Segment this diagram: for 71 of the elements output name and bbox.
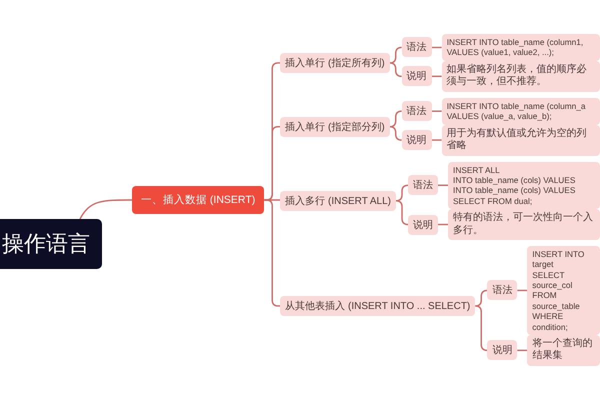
code-line: INSERT ALL	[453, 164, 501, 175]
tag-box	[402, 37, 432, 58]
tag-text: 说明	[492, 344, 512, 358]
code-card	[527, 246, 600, 335]
connector-line	[517, 350, 528, 352]
note-card	[442, 60, 600, 92]
subtopic-text: 插入单行 (指定所有列)	[285, 56, 385, 70]
note-text: 特有的语法，可一次性向一个入多行。	[453, 212, 594, 237]
tag-text: 语法	[492, 284, 512, 298]
tag-text: 说明	[406, 134, 427, 148]
connector-line	[395, 184, 409, 202]
tag-box	[408, 214, 438, 234]
code-card	[442, 98, 600, 125]
tag-box	[402, 66, 432, 86]
code-line: INTO table_name (cols) VALUES	[453, 185, 576, 196]
code-line: SELECT source_col	[532, 270, 574, 290]
tag-text: 语法	[406, 104, 427, 118]
note-card	[527, 334, 600, 366]
connector-line	[438, 224, 448, 226]
code-line: INSERT INTO target	[532, 249, 586, 270]
connector-line	[395, 200, 409, 226]
connector-line	[79, 199, 132, 220]
note-card	[448, 209, 600, 240]
code-line: INSERT INTO table_name (column_a	[446, 100, 586, 112]
tag-box	[408, 175, 438, 196]
connector-line	[432, 76, 442, 78]
subtopic-box	[280, 296, 476, 316]
connector-line	[389, 46, 402, 64]
main-topic-text: 一、插入数据 (INSERT)	[141, 193, 256, 207]
connector-line	[264, 199, 280, 307]
code-line: INSERT INTO table_name (column1,	[446, 37, 584, 48]
tag-text: 语法	[406, 40, 427, 54]
main-topic-box	[132, 186, 264, 214]
root-topic-text: 操作语言	[2, 230, 90, 258]
connector-line	[432, 139, 442, 141]
subtopic-box	[280, 116, 390, 137]
tag-text: 说明	[406, 70, 427, 84]
subtopic-box	[280, 190, 396, 211]
connector-line	[264, 126, 280, 201]
code-line: WHERE condition;	[532, 311, 569, 332]
tag-box	[402, 101, 432, 122]
tag-box	[402, 130, 432, 150]
note-text: 将一个查询的结果集	[532, 338, 594, 363]
connector-line	[432, 46, 442, 48]
connector-line	[389, 126, 402, 141]
connector-line	[389, 62, 402, 78]
tag-box	[487, 340, 518, 360]
subtopic-box	[280, 52, 390, 73]
root-topic-box	[0, 219, 102, 269]
code-card	[442, 34, 600, 61]
note-text: 如果省略列名列表，值的顺序必须与一致，但不推荐。	[446, 64, 588, 89]
subtopic-text: 插入单行 (指定部分列)	[285, 120, 385, 134]
tag-text: 语法	[413, 178, 434, 192]
note-text: 用于为有默认值或允许为空的列省略	[446, 128, 588, 153]
connector-line	[438, 184, 448, 186]
connector-line	[474, 290, 488, 307]
subtopic-text: 插入多行 (INSERT ALL)	[285, 194, 392, 208]
code-line: FROM source_table	[532, 290, 581, 312]
code-line: VALUES (value1, value2, ...);	[446, 47, 555, 58]
subtopic-text: 从其他表插入 (INSERT INTO ... SELECT)	[285, 300, 470, 313]
connector-line	[389, 110, 402, 128]
connector-line	[432, 110, 442, 112]
connector-line	[474, 305, 488, 352]
note-card	[442, 124, 600, 156]
code-line: INTO table_name (cols) VALUES	[453, 174, 576, 186]
code-card	[448, 162, 600, 209]
tag-text: 说明	[413, 218, 434, 232]
tag-box	[487, 280, 518, 300]
connector-line	[517, 290, 528, 292]
code-line: SELECT FROM dual;	[453, 196, 534, 206]
code-line: VALUES (value_a, value_b);	[446, 111, 553, 122]
